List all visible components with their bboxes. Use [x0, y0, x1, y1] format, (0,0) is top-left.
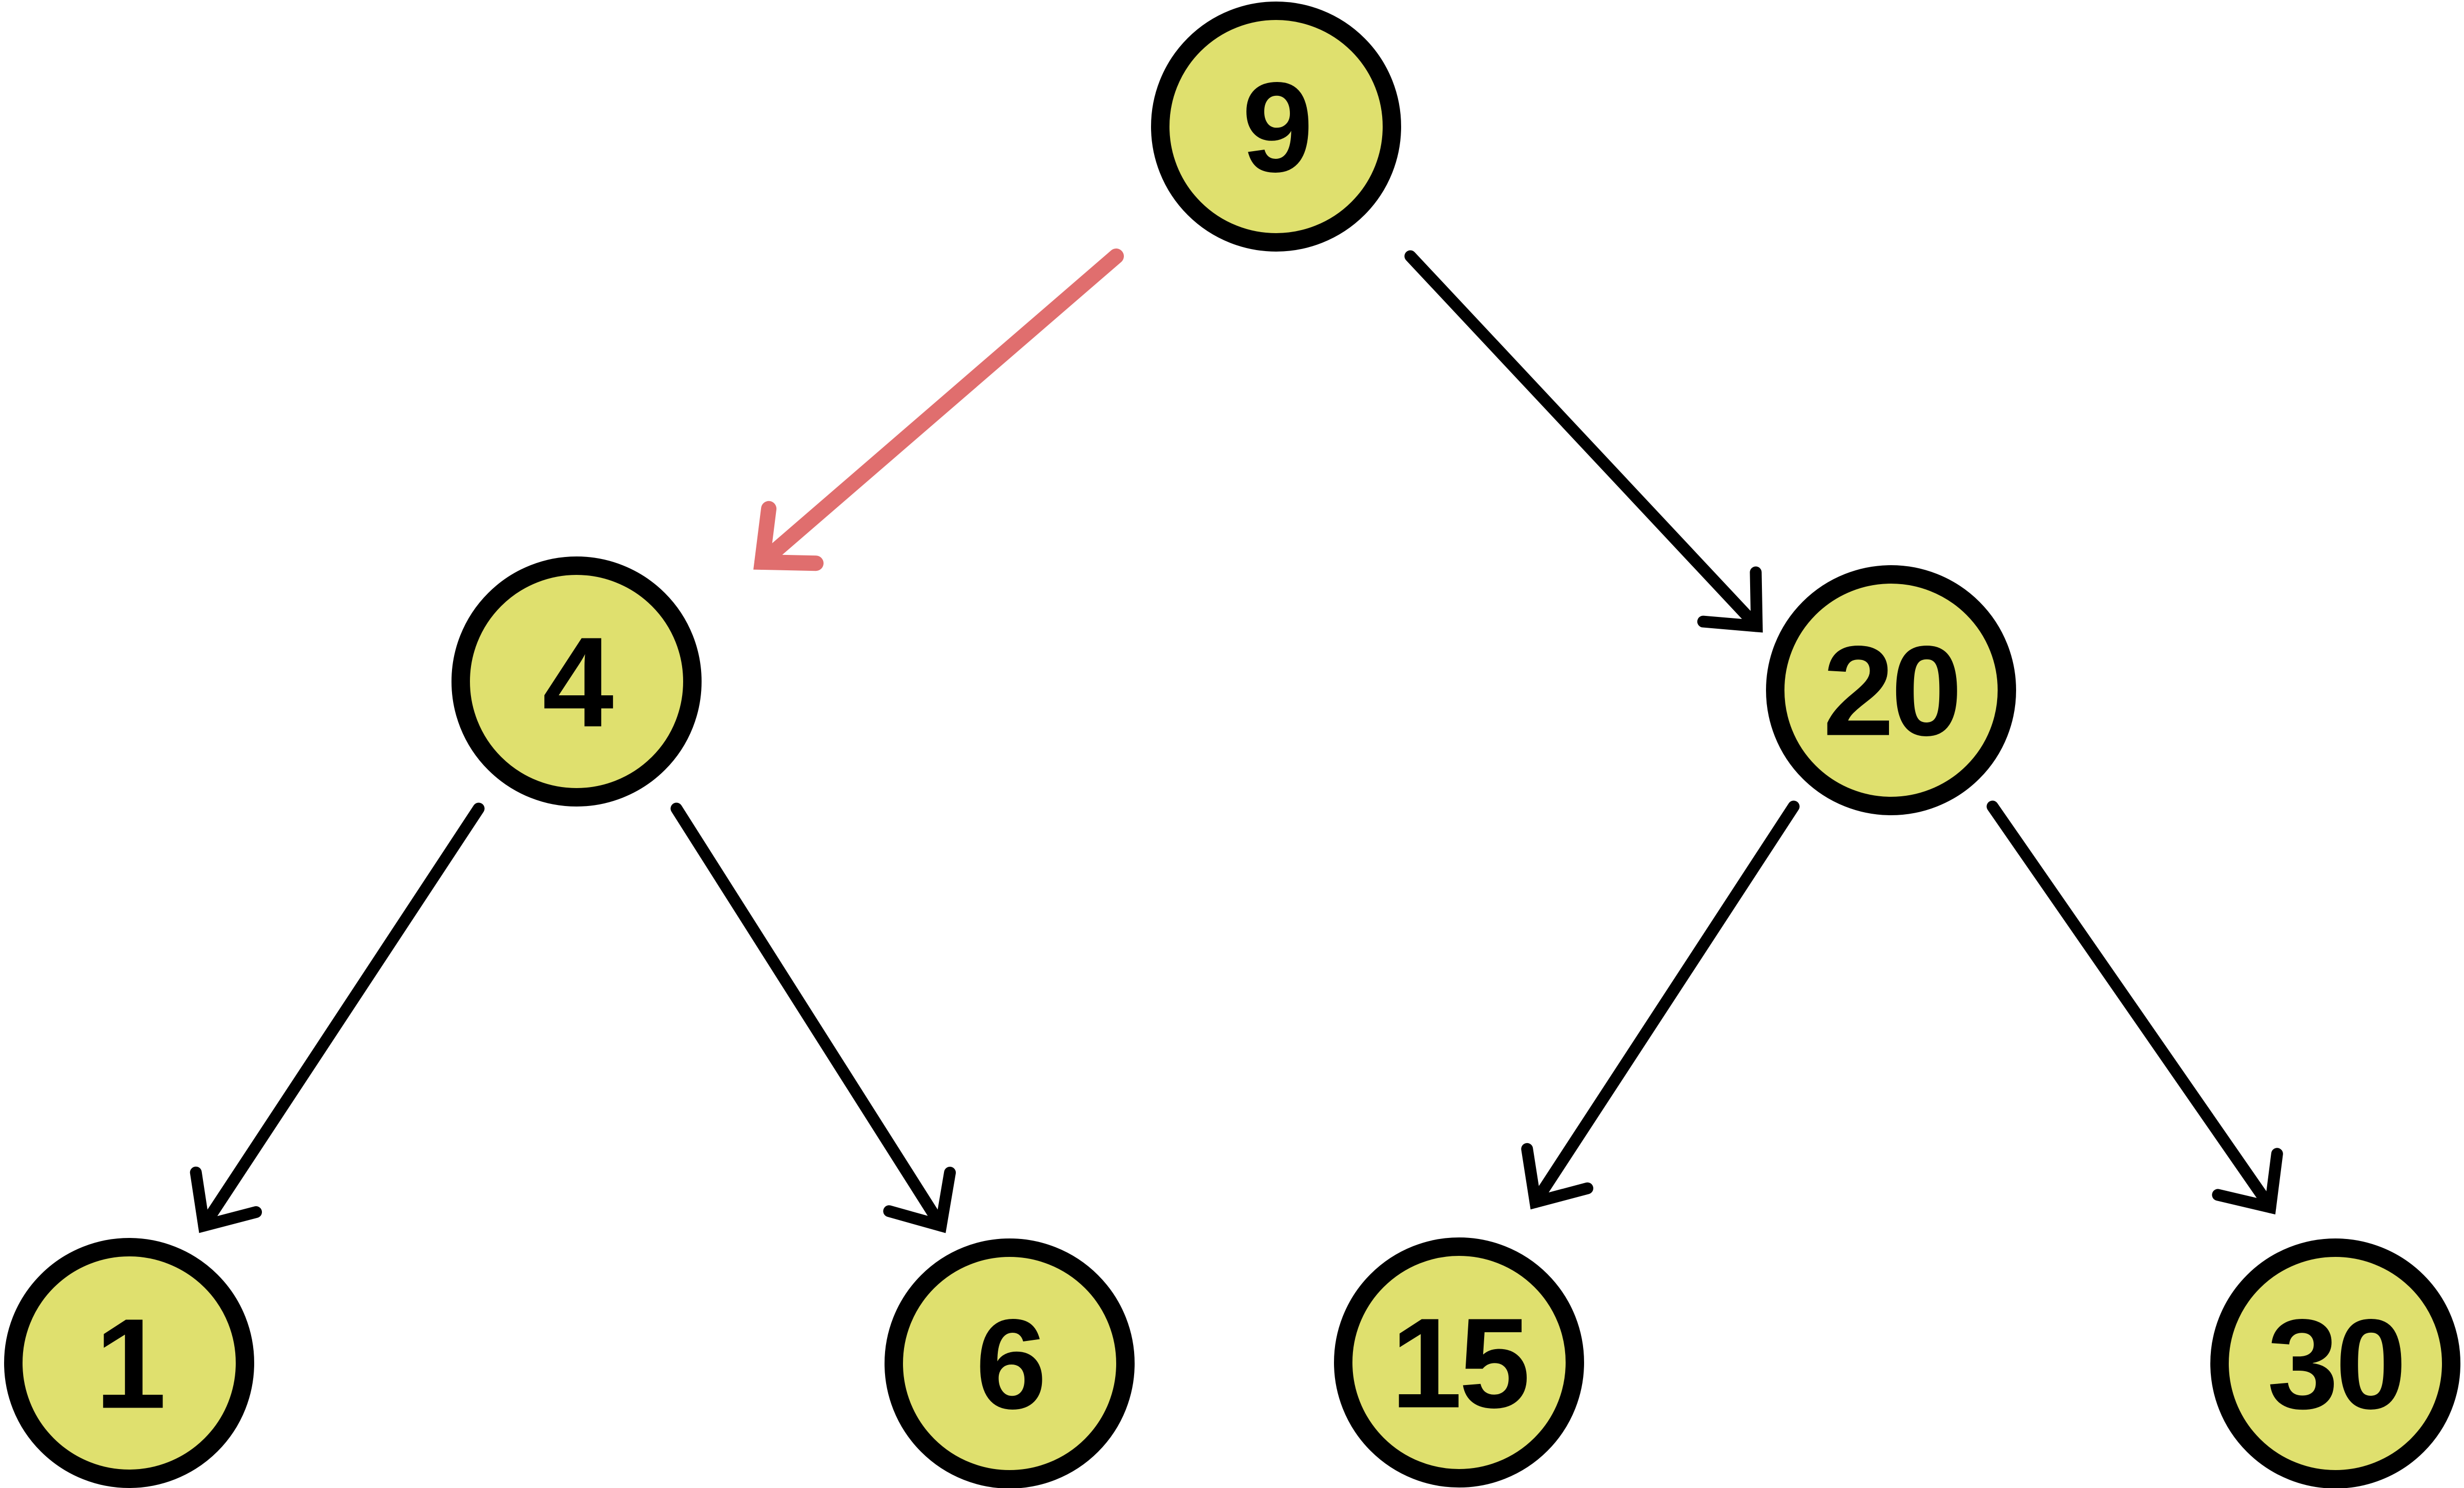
arrowhead-4-1: [190, 1166, 262, 1233]
edge-9-4: [753, 249, 1124, 571]
node-label-6: 6: [975, 1293, 1043, 1436]
edge-line-9-4: [754, 249, 1124, 570]
arrowhead-9-20: [1697, 566, 1763, 633]
tree-node-9: 9: [1151, 2, 1401, 252]
node-label-20: 20: [1823, 619, 1959, 762]
node-label-9: 9: [1242, 56, 1310, 199]
node-circle-4: [451, 556, 702, 807]
edge-9-20: [1404, 250, 1763, 633]
arrowhead-20-15: [1521, 1143, 1593, 1210]
edge-4-1: [190, 802, 485, 1233]
node-circle-1: [4, 1238, 254, 1488]
tree-node-15: 15: [1334, 1237, 1584, 1487]
node-circle-15: [1334, 1237, 1584, 1487]
node-label-1: 1: [95, 1292, 163, 1435]
edge-line-9-20: [1404, 250, 1763, 632]
edge-line-20-15: [1529, 800, 1800, 1208]
tree-node-20: 20: [1766, 565, 2016, 815]
edge-20-15: [1521, 800, 1800, 1210]
tree-node-4: 4: [451, 556, 702, 807]
node-circle-9: [1151, 2, 1401, 252]
node-circle-20: [1766, 565, 2016, 815]
tree-node-1: 1: [4, 1238, 254, 1488]
node-label-15: 15: [1391, 1292, 1527, 1435]
arrowhead-4-6: [883, 1167, 956, 1233]
tree-node-6: 6: [885, 1238, 1135, 1488]
node-label-4: 4: [542, 611, 613, 754]
node-label-30: 30: [2267, 1293, 2404, 1436]
node-circle-30: [2210, 1238, 2460, 1488]
arrowhead-9-4: [753, 501, 824, 571]
edge-20-30: [1986, 800, 2283, 1215]
arrowhead-20-30: [2212, 1148, 2283, 1215]
edge-line-20-30: [1986, 800, 2276, 1213]
edge-line-4-6: [670, 802, 947, 1232]
node-circle-6: [885, 1238, 1135, 1488]
edge-line-4-1: [198, 802, 485, 1232]
edge-4-6: [670, 802, 956, 1233]
tree-node-30: 30: [2210, 1238, 2460, 1488]
